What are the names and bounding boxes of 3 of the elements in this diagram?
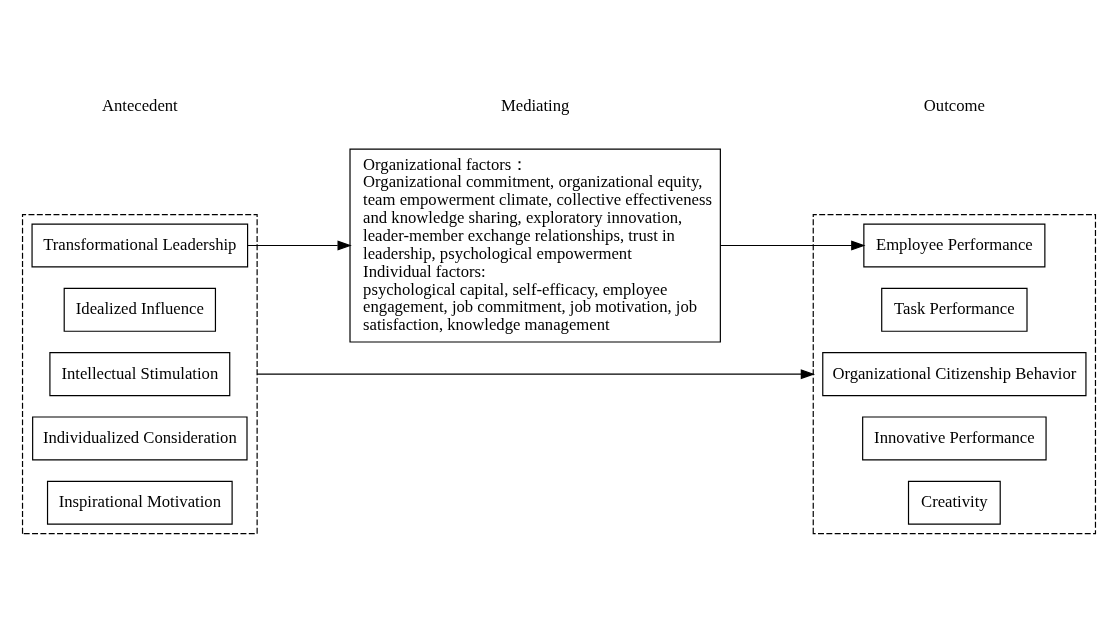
label: Antecedent (101, 95, 178, 115)
label: Mediating (500, 95, 570, 115)
label: Outcome (923, 95, 985, 115)
